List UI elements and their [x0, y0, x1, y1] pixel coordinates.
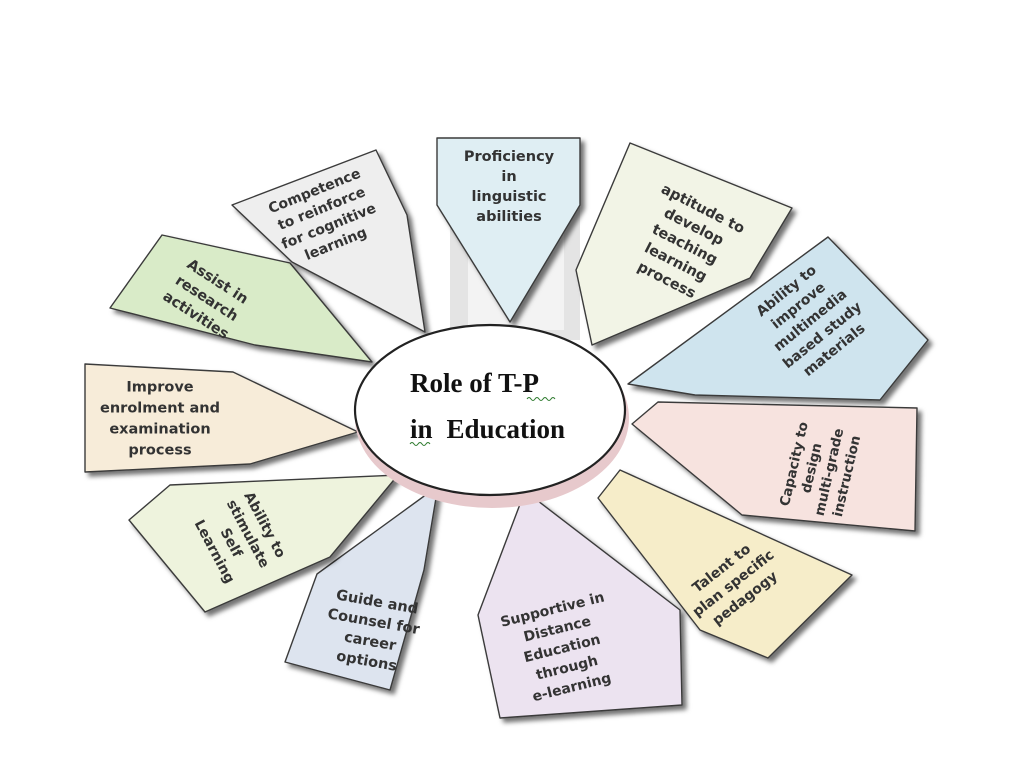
card-label-line: enrolment and: [100, 401, 220, 417]
card-aptitude: aptitude todevelopteachinglearningproces…: [575, 142, 793, 346]
card-label-line: Improve: [126, 380, 193, 396]
card-shape: [631, 401, 918, 532]
center-node: Role of T-P in Education: [353, 323, 629, 508]
card-shape: [84, 363, 359, 473]
card-shape: [575, 142, 793, 346]
card-shape: [284, 485, 439, 691]
card-label: Ability toimprovemultimediabased studyma…: [744, 255, 877, 387]
cards-layer: Proficiency in linguistic abilities aptitude…: [84, 137, 929, 719]
center-word-in: in: [410, 414, 433, 444]
card-label: Improve enrolment and examination process: [100, 380, 220, 459]
card-shape: [597, 469, 853, 659]
card-shape: [477, 490, 683, 719]
card-shape: [109, 234, 373, 363]
card-label-line: abilities: [476, 209, 541, 225]
spellcheck-squiggle: [409, 442, 431, 446]
card-label-line: examination: [109, 422, 210, 438]
card-label-line: linguistic: [471, 189, 546, 205]
card-proficiency: Proficiency in linguistic abilities: [436, 137, 581, 323]
card-shape: [436, 137, 581, 323]
card-self-learning: Ability tostimulateSelfLearning: [128, 474, 399, 613]
card-label-line: Proficiency: [464, 149, 555, 165]
card-multigrade: Capacity todesignmulti-gradeinstruction: [631, 401, 918, 532]
card-label: Proficiency in linguistic abilities: [464, 149, 555, 225]
card-label-line: in: [501, 169, 516, 185]
card-multimedia: Ability toimprovemultimediabased studyma…: [627, 236, 929, 401]
center-ellipse: [353, 323, 627, 497]
center-title-line2: in Education: [410, 414, 565, 444]
card-pedagogy: Talent toplan specificpedagogy: [597, 469, 853, 659]
card-shape: [128, 474, 399, 613]
card-competence: Competenceto reinforcefor cognitivelearn…: [231, 149, 426, 333]
center-word-education: Education: [447, 414, 566, 444]
center-title-line1: Role of T-P: [410, 368, 539, 398]
card-shape: [231, 149, 426, 333]
card-shape: [627, 236, 929, 401]
card-counsel: Guide andCounsel forcareeroptions: [284, 485, 439, 691]
card-distance: Supportive inDistanceEducationthroughe-l…: [477, 490, 683, 719]
spellcheck-squiggle: [526, 397, 556, 401]
card-enrolment: Improve enrolment and examination process: [84, 363, 359, 473]
card-label-line: process: [128, 443, 191, 459]
